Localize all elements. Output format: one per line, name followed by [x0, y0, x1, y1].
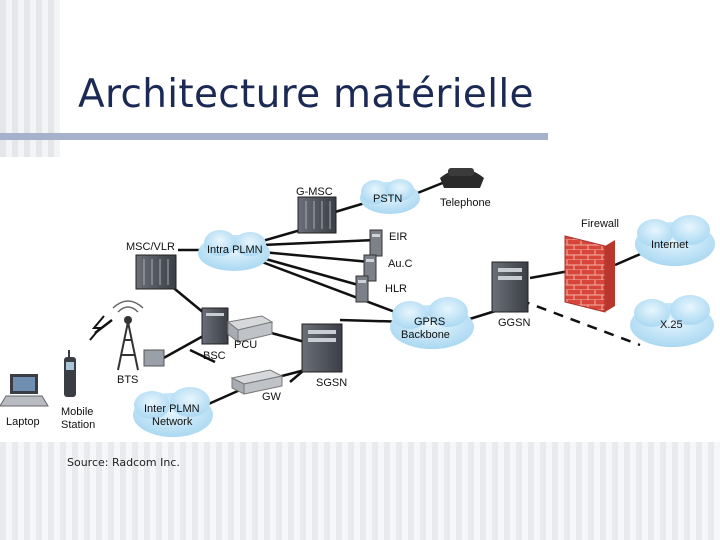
hlr-server-icon: [355, 275, 369, 303]
link-bts-bsc: [159, 333, 206, 362]
lightning-icon: [89, 315, 105, 341]
gw-device-icon: [230, 369, 284, 395]
label-station: Station: [61, 419, 95, 431]
telephone-icon: [440, 168, 484, 188]
network-architecture-diagram: G-MSC PSTN Telephone MSC/VLR Intra PLMN …: [0, 157, 720, 442]
label-laptop: Laptop: [6, 416, 40, 428]
connection-lines: [94, 180, 646, 412]
cloud-gprs-backbone: [390, 297, 474, 349]
bsc-server-icon: [201, 307, 229, 345]
label-intra-plmn: Intra PLMN: [207, 244, 263, 256]
gmsc-server-icon: [297, 196, 337, 234]
label-ggsn: GGSN: [498, 317, 530, 329]
cloud-internet: [635, 215, 715, 266]
label-telephone: Telephone: [440, 197, 491, 209]
title-underline: [0, 133, 548, 140]
label-sgsn: SGSN: [316, 377, 347, 389]
ggsn-server-icon: [491, 261, 529, 313]
link-intra-hlr: [261, 256, 363, 288]
cloud-intra-plmn: [198, 230, 270, 271]
mobile-station-icon: [64, 350, 76, 397]
label-firewall: Firewall: [581, 218, 619, 230]
label-gprs: GPRS: [414, 316, 445, 328]
label-pstn: PSTN: [373, 193, 402, 205]
label-gw: GW: [262, 391, 282, 403]
sgsn-server-icon: [301, 323, 343, 373]
label-auc: Au.C: [388, 258, 413, 270]
label-hlr: HLR: [385, 283, 407, 295]
label-pcu: PCU: [234, 339, 257, 351]
label-g-msc: G-MSC: [296, 186, 333, 198]
firewall-icon: [564, 235, 615, 313]
auc-server-icon: [363, 254, 377, 282]
link-bsc-pcu: [189, 348, 216, 364]
cloud-x25: [630, 295, 714, 347]
label-backbone: Backbone: [401, 329, 450, 341]
msc-vlr-server-icon: [135, 254, 177, 290]
slide-title: Architecture matérielle: [78, 72, 534, 117]
label-internet: Internet: [651, 239, 688, 251]
source-credit: Source: Radcom Inc.: [67, 456, 180, 469]
cloud-pstn: [360, 179, 420, 214]
link-intra-gprs: [261, 260, 396, 314]
eir-server-icon: [369, 229, 383, 257]
label-x25: X.25: [660, 319, 683, 331]
pcu-device-icon: [226, 315, 274, 344]
link-intra-eir: [261, 238, 376, 247]
laptop-icon: [0, 374, 49, 407]
link-intra-auc: [261, 250, 371, 264]
label-bts: BTS: [117, 374, 138, 386]
diagram-labels: G-MSC PSTN Telephone MSC/VLR Intra PLMN …: [6, 186, 688, 431]
label-network: Network: [152, 416, 193, 428]
bottom-stripe-decoration: [0, 440, 720, 540]
label-inter-plmn: Inter PLMN: [144, 403, 200, 415]
label-bsc: BSC: [203, 350, 226, 362]
bts-antenna-icon: [112, 300, 165, 371]
dashed-x25-link: [519, 298, 641, 347]
label-mobile: Mobile: [61, 406, 93, 418]
label-msc-vlr: MSC/VLR: [126, 241, 175, 253]
label-eir: EIR: [389, 231, 407, 243]
cloud-inter-plmn: [133, 387, 213, 437]
